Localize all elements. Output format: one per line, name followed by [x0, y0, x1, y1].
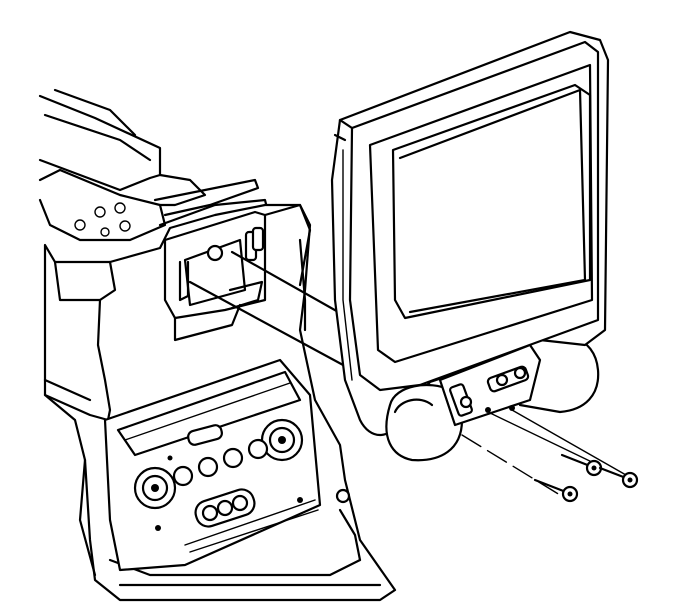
round-button-4-icon	[247, 438, 269, 460]
button-pad-icon	[194, 488, 256, 528]
screw-head-small-icon	[335, 488, 351, 504]
right-control-knob-icon	[260, 418, 304, 462]
headrest-mounting-post-left	[449, 383, 473, 417]
console-post-hole-icon	[206, 244, 224, 262]
mounting-screw-rear	[598, 466, 639, 489]
mounting-screw-upper	[560, 453, 603, 477]
display-screen	[391, 83, 592, 320]
round-button-2-icon	[197, 456, 219, 478]
headrest-mounting-post-right	[486, 365, 530, 393]
left-control-knob-icon	[133, 466, 177, 510]
round-button-3-icon	[222, 447, 244, 469]
round-button-1-icon	[172, 465, 194, 487]
headrest-display-monitor	[330, 30, 610, 462]
display-slot-icon	[187, 424, 223, 446]
climate-control-panel	[103, 358, 351, 572]
mounting-screw-lower	[533, 478, 579, 503]
